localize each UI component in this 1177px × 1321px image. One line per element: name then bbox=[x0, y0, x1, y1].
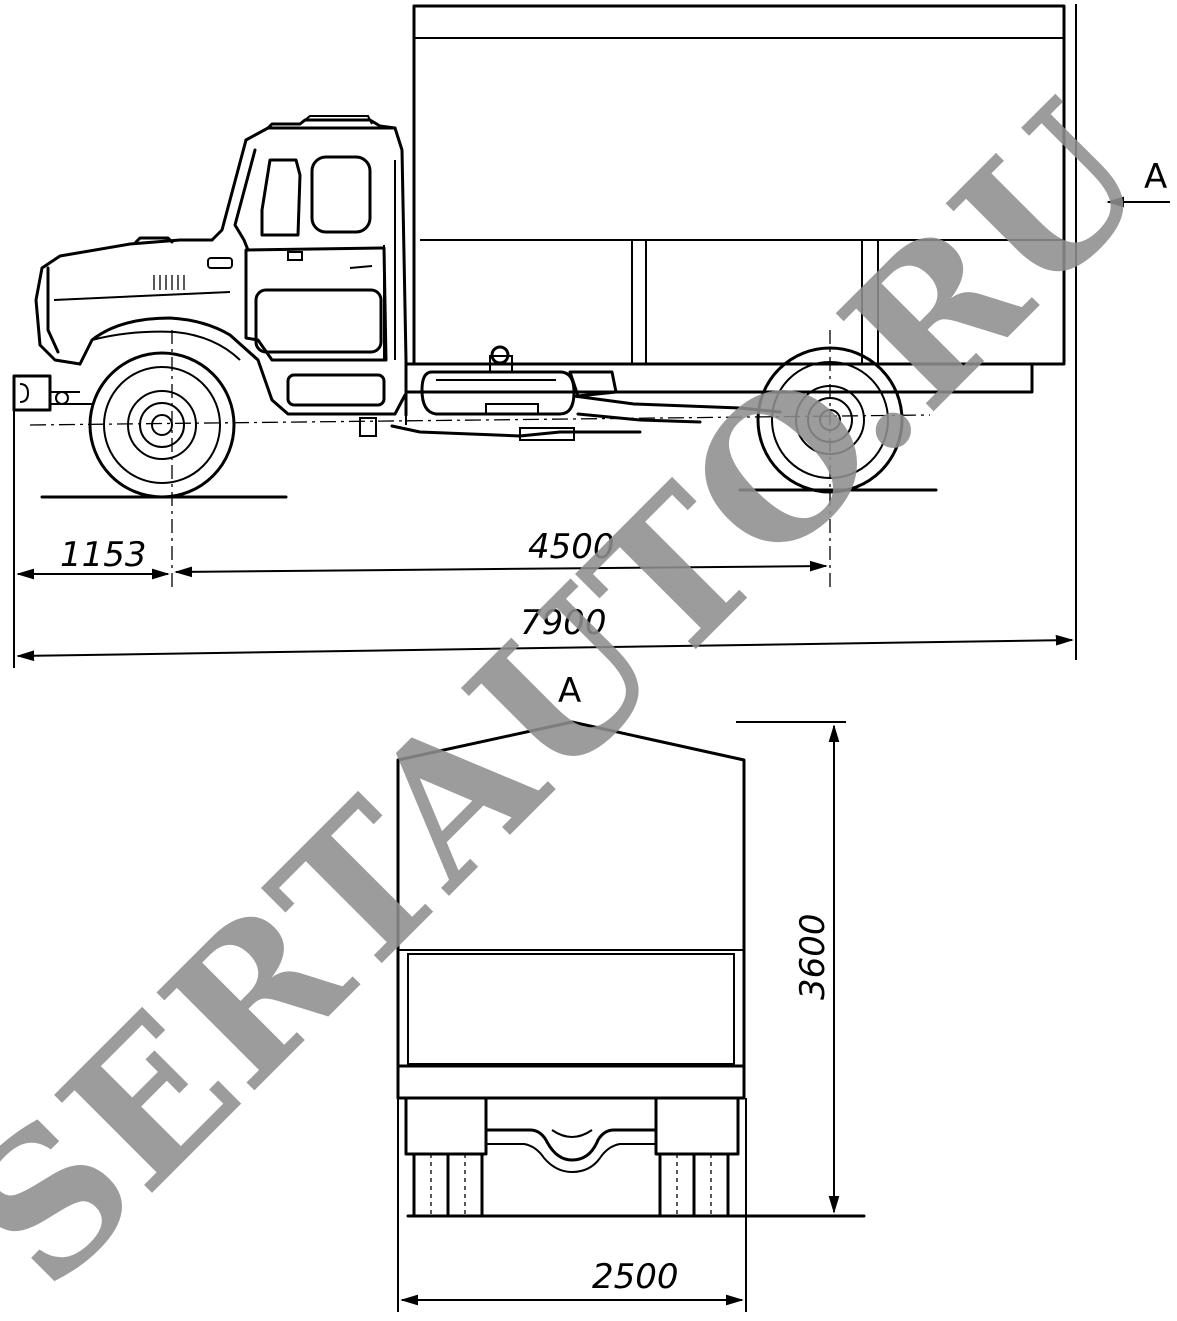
chassis bbox=[359, 345, 1034, 441]
rear-axle-assembly bbox=[404, 1096, 740, 1174]
hood bbox=[34, 236, 408, 417]
cab bbox=[210, 115, 408, 362]
rear-wheels-left bbox=[412, 1152, 484, 1218]
dimension-front-overhang: 1153 bbox=[16, 535, 170, 580]
dimension-overall-width: 2500 bbox=[400, 1257, 744, 1306]
dim-wheelbase: 4500 bbox=[528, 527, 615, 567]
rear-view: A bbox=[396, 671, 866, 1312]
dim-overall-height: 3600 bbox=[793, 913, 833, 1000]
section-arrow-label: A bbox=[1144, 157, 1167, 197]
dimension-overall-length: 7900 bbox=[16, 603, 1074, 662]
front-bumper bbox=[12, 374, 92, 412]
grille-vents bbox=[153, 275, 185, 290]
rear-wheels-right bbox=[658, 1152, 730, 1218]
section-arrow: A bbox=[1106, 157, 1170, 208]
dimension-wheelbase: 4500 bbox=[174, 527, 828, 578]
dim-overall-width: 2500 bbox=[592, 1257, 679, 1297]
side-view: A 1153 4500 7900 bbox=[12, 4, 1170, 668]
dim-front-overhang: 1153 bbox=[60, 535, 147, 575]
dimension-overall-height: 3600 bbox=[793, 724, 840, 1214]
axle-horizontal-centerline bbox=[29, 414, 931, 426]
rear-cargo-box bbox=[396, 720, 746, 1100]
front-wheel bbox=[88, 351, 236, 499]
dim-overall-length: 7900 bbox=[520, 603, 607, 643]
rear-view-label: A bbox=[558, 671, 581, 711]
